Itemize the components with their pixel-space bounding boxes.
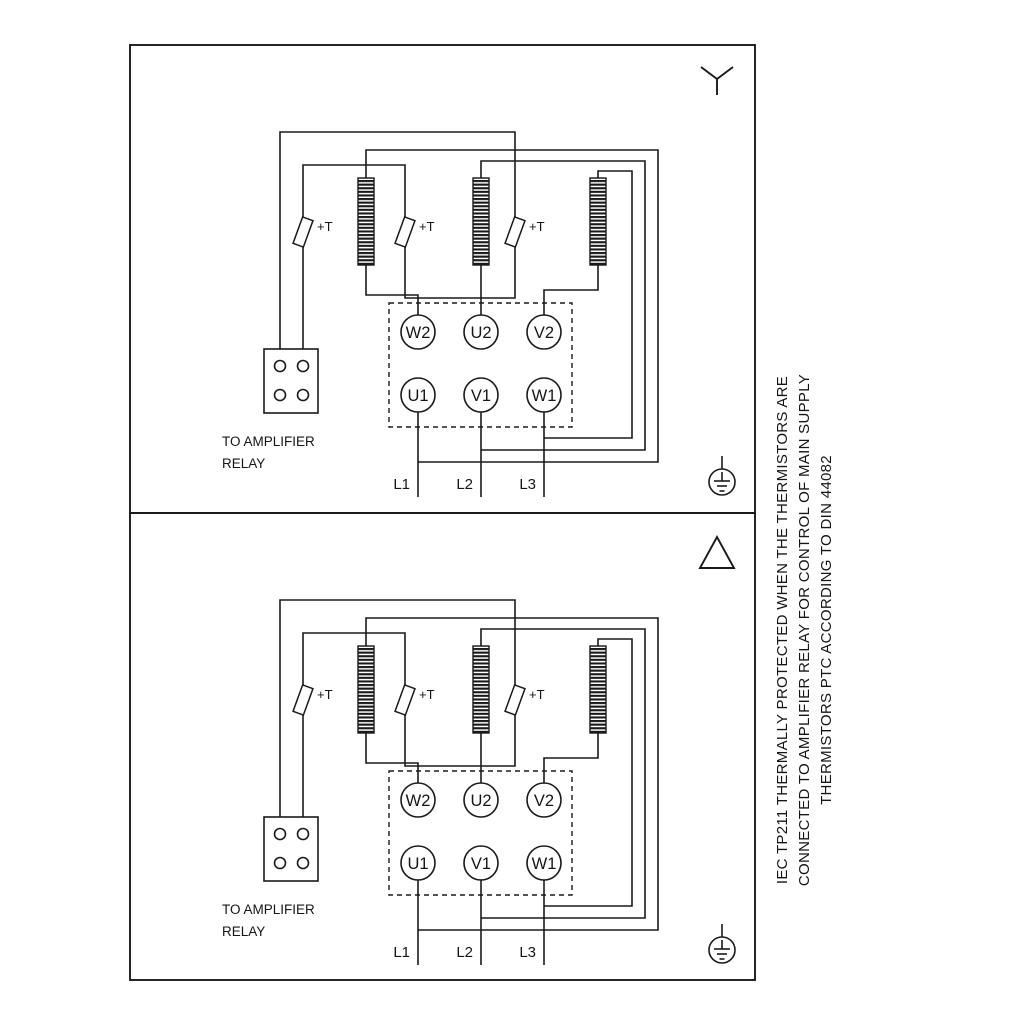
relay-terminal — [296, 359, 310, 373]
thermistor-icon — [394, 684, 416, 716]
thermistors: +T +T +T — [292, 216, 545, 248]
terminal-label: W1 — [532, 855, 557, 873]
thermistor-label: +T — [419, 687, 435, 702]
relay-terminal — [273, 827, 287, 841]
amplifier-relay-terminals — [263, 816, 319, 882]
terminal-label: U2 — [470, 324, 491, 342]
thermistor-icon — [394, 216, 416, 248]
thermistors: +T +T +T — [292, 684, 545, 716]
winding-coil — [357, 645, 375, 734]
terminal — [463, 314, 499, 350]
motor-windings — [357, 645, 607, 734]
terminal — [400, 314, 436, 350]
thermistor-circuit-wire — [279, 131, 516, 349]
panel-delta: +T +T +T TO AMPLIFIER RELAY W2 U2 V2 U1 — [129, 512, 756, 981]
winding-coil — [589, 177, 607, 266]
thermistor-label: +T — [529, 219, 545, 234]
supply-label-l2: L2 — [456, 944, 473, 961]
supply-label-l3: L3 — [519, 944, 536, 961]
amplifier-relay-terminals — [263, 348, 319, 414]
earth-ground-icon — [708, 455, 736, 496]
terminal-label: V1 — [471, 387, 491, 405]
amplifier-note-line2: RELAY — [222, 456, 265, 471]
terminal — [400, 377, 436, 413]
side-note-line: THERMISTORS PTC ACCORDING TO DIN 44082 — [818, 455, 835, 805]
terminal — [463, 845, 499, 881]
terminal-label: U1 — [407, 387, 428, 405]
terminal — [400, 845, 436, 881]
motor-windings — [357, 177, 607, 266]
delta-connection-icon — [698, 535, 736, 569]
amplifier-note-line1: TO AMPLIFIER — [222, 434, 315, 449]
terminal-label: U1 — [407, 855, 428, 873]
terminal-label: W2 — [406, 324, 431, 342]
terminal — [463, 377, 499, 413]
panel-star: +T +T +T TO AMPLIFIER RELAY W2 U2 V2 U1 — [129, 44, 756, 514]
terminal-label: U2 — [470, 792, 491, 810]
supply-label-l3: L3 — [519, 476, 536, 493]
winding-coil — [357, 177, 375, 266]
thermistor-icon — [292, 684, 314, 716]
amplifier-note-line2: RELAY — [222, 924, 265, 939]
thermistor-label: +T — [529, 687, 545, 702]
terminal — [463, 782, 499, 818]
supply-label-l2: L2 — [456, 476, 473, 493]
supply-label-l1: L1 — [393, 476, 410, 493]
thermistor-label: +T — [317, 219, 333, 234]
thermistor-label: +T — [317, 687, 333, 702]
terminal-label: W1 — [532, 387, 557, 405]
winding-coil — [472, 645, 490, 734]
side-note-line: CONNECTED TO AMPLIFIER RELAY FOR CONTROL… — [796, 373, 813, 887]
terminal-label: V2 — [534, 792, 554, 810]
relay-terminal — [273, 856, 287, 870]
terminal — [526, 314, 562, 350]
earth-ground-icon — [708, 923, 736, 964]
terminal-label: W2 — [406, 792, 431, 810]
terminal — [400, 782, 436, 818]
terminal-board: W2 U2 V2 U1 V1 W1 — [400, 782, 562, 881]
terminal — [526, 377, 562, 413]
terminal-label: V2 — [534, 324, 554, 342]
winding-coil — [472, 177, 490, 266]
panel-border — [129, 512, 756, 981]
relay-terminal — [296, 856, 310, 870]
terminal-board: W2 U2 V2 U1 V1 W1 — [400, 314, 562, 413]
terminal — [526, 845, 562, 881]
relay-terminal — [273, 388, 287, 402]
terminal-board-outline — [388, 770, 573, 896]
terminal-board-outline — [388, 302, 573, 428]
relay-terminal — [296, 827, 310, 841]
side-note: IEC TP211 THERMALLY PROTECTED WHEN THE T… — [765, 180, 845, 1024]
relay-terminal — [296, 388, 310, 402]
winding-coil — [589, 645, 607, 734]
thermistor-icon — [292, 216, 314, 248]
amplifier-note-line1: TO AMPLIFIER — [222, 902, 315, 917]
relay-terminal — [273, 359, 287, 373]
wires — [279, 131, 659, 497]
thermistor-icon — [504, 216, 526, 248]
thermistor-label: +T — [419, 219, 435, 234]
thermistor-icon — [504, 684, 526, 716]
star-connection-icon — [700, 66, 734, 95]
side-note-line: IEC TP211 THERMALLY PROTECTED WHEN THE T… — [774, 375, 791, 885]
thermistor-circuit-wire — [279, 599, 516, 817]
terminal — [526, 782, 562, 818]
supply-label-l1: L1 — [393, 944, 410, 961]
terminal-label: V1 — [471, 855, 491, 873]
